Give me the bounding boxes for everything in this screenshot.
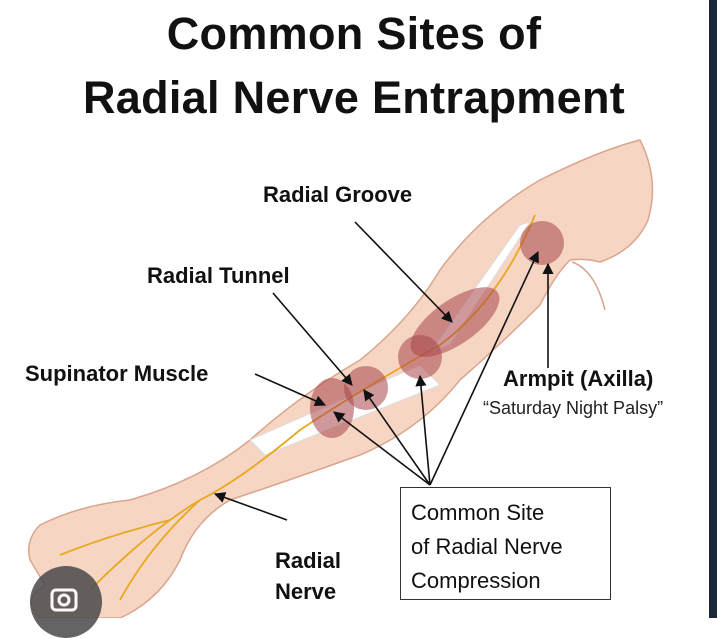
- arrow-callout-4: [429, 250, 539, 486]
- title-line-2: Radial Nerve Entrapment: [82, 72, 626, 123]
- arrow-radial-tunnel: [272, 292, 353, 386]
- callout-line-3: Compression: [411, 568, 541, 593]
- arrow-callout-2: [363, 389, 431, 486]
- visual-search-icon[interactable]: [30, 566, 102, 638]
- label-radial-nerve-1: Radial: [275, 548, 342, 573]
- site-armpit: [520, 221, 564, 265]
- label-radial-tunnel: Radial Tunnel: [147, 263, 290, 288]
- title-line-1: Common Sites of: [166, 8, 542, 59]
- label-armpit-sub: “Saturday Night Palsy”: [483, 398, 664, 418]
- torso-line: [571, 261, 606, 311]
- site-supinator: [310, 378, 354, 438]
- window-edge: [709, 0, 717, 618]
- arrow-supinator: [254, 373, 327, 407]
- label-radial-groove: Radial Groove: [263, 182, 413, 207]
- site-radial-tunnel: [344, 366, 388, 410]
- arrow-callout-3: [415, 374, 431, 486]
- site-elbow: [398, 335, 442, 379]
- callout-line-2: of Radial Nerve: [411, 534, 563, 559]
- label-armpit: Armpit (Axilla): [503, 366, 654, 391]
- arrow-callout-1: [333, 411, 431, 486]
- label-supinator-muscle: Supinator Muscle: [25, 361, 209, 386]
- arrow-radial-groove: [354, 221, 453, 323]
- arm-illustration: [28, 139, 654, 618]
- arrow-radial-nerve: [213, 492, 288, 521]
- label-radial-nerve-2: Nerve: [275, 579, 337, 604]
- callout-line-1: Common Site: [411, 500, 545, 525]
- callout-box: Common Site of Radial Nerve Compression: [400, 487, 611, 600]
